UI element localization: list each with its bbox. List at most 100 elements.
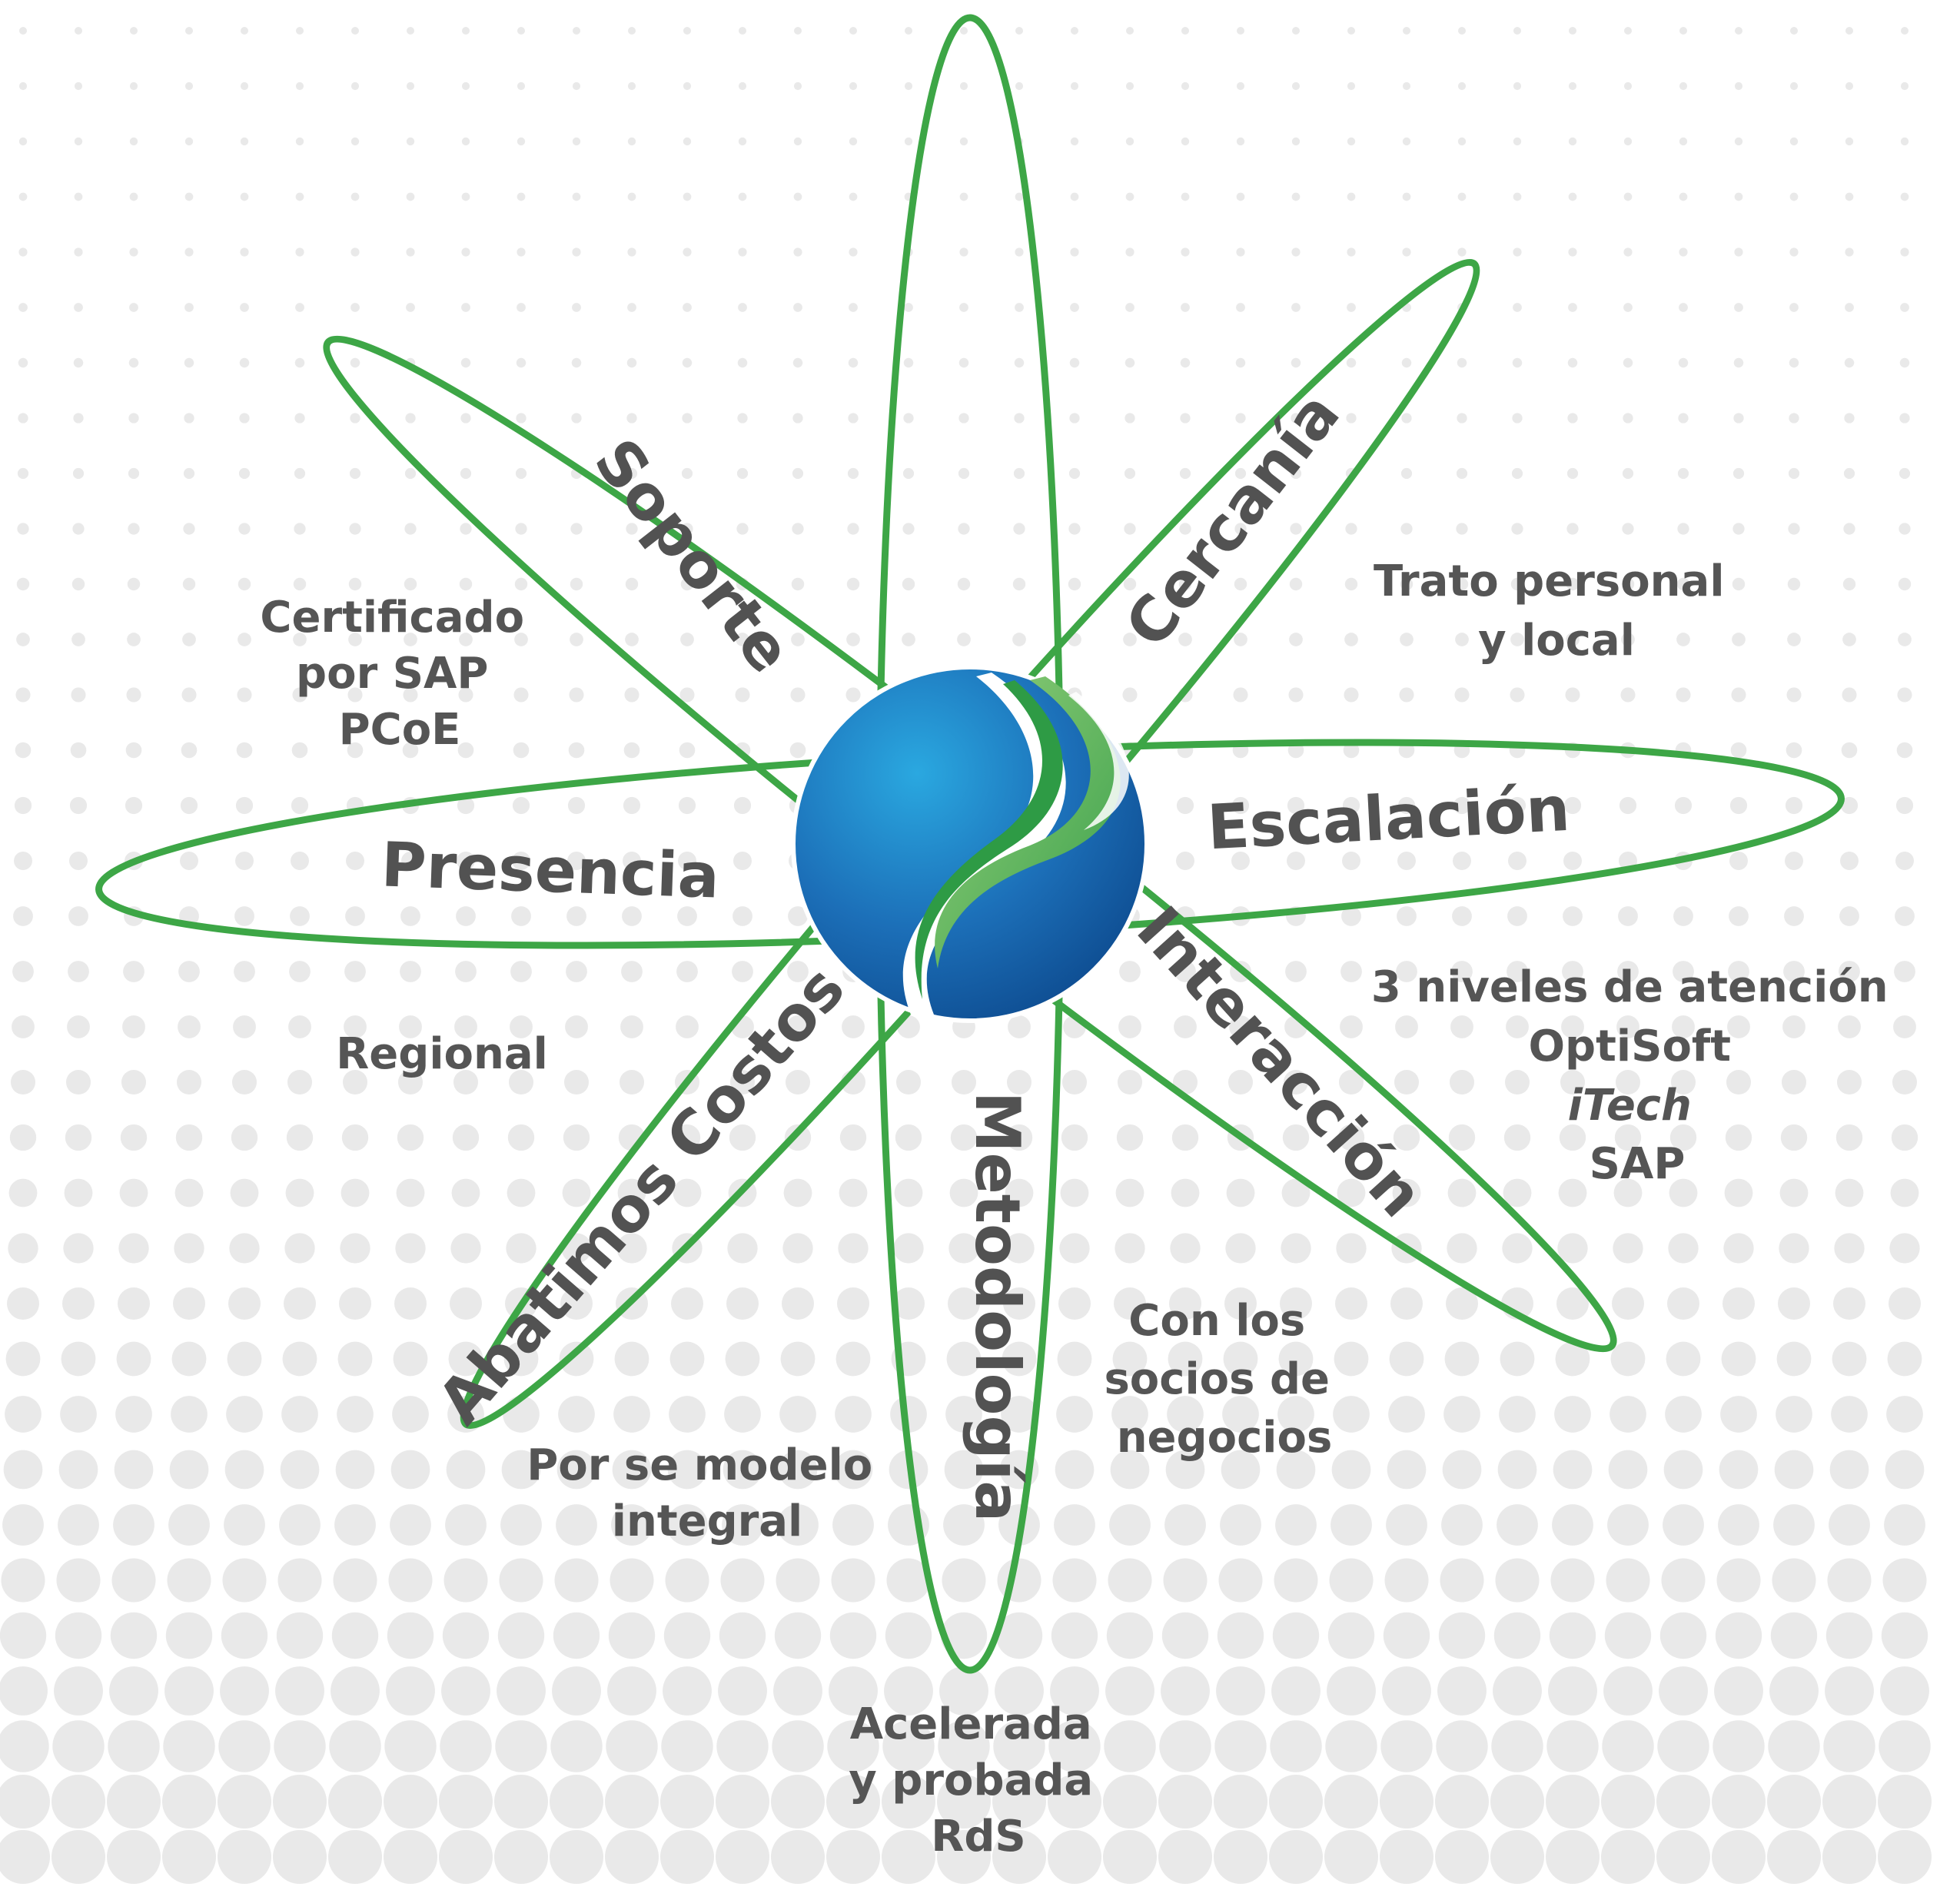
background-dot [1015, 26, 1024, 35]
background-dot [1729, 906, 1749, 926]
background-dot [559, 1341, 594, 1377]
background-dot [229, 1233, 260, 1264]
background-dot [1451, 961, 1473, 982]
background-dot [1235, 413, 1246, 424]
background-dot [233, 1015, 256, 1038]
background-dot [129, 81, 138, 91]
background-dot [1558, 1178, 1587, 1207]
background-dot [1568, 81, 1577, 91]
background-dot [1720, 1396, 1757, 1433]
background-dot [231, 1124, 258, 1151]
background-dot [128, 357, 139, 368]
background-dot [224, 1450, 264, 1490]
background-dot [683, 81, 692, 91]
background-dot [944, 1450, 984, 1490]
background-dot [733, 852, 752, 870]
background-dot [1601, 1775, 1655, 1829]
background-dot [58, 1450, 98, 1490]
background-dot [1124, 523, 1136, 535]
background-dot [626, 467, 638, 480]
background-dot [735, 687, 750, 703]
background-dot [1400, 633, 1414, 646]
background-dot [453, 1069, 479, 1095]
background-dot [1900, 81, 1909, 91]
background-dot [1271, 1666, 1321, 1716]
background-dot [513, 742, 530, 759]
background-dot [1453, 852, 1471, 870]
background-dot [1125, 357, 1135, 368]
background-dot [1611, 1287, 1645, 1320]
background-dot [18, 303, 28, 312]
background-dot [680, 577, 694, 591]
background-dot [1500, 1341, 1535, 1377]
background-dot [494, 1775, 548, 1829]
background-dot [230, 1178, 259, 1207]
background-dot [1789, 192, 1799, 201]
background-dot [344, 1015, 367, 1038]
background-dot [1290, 523, 1302, 535]
background-dot [400, 906, 420, 926]
background-dot [218, 1775, 271, 1829]
background-dot [1566, 577, 1580, 591]
background-dot [569, 687, 584, 703]
background-dot [220, 1666, 269, 1716]
background-dot [676, 961, 698, 982]
desc-cercania: Trato personal y local [1374, 556, 1739, 666]
background-dot [515, 467, 527, 480]
background-dot [1607, 1504, 1649, 1546]
background-dot [404, 577, 417, 591]
background-dot [1490, 1830, 1544, 1884]
background-dot [826, 1830, 880, 1884]
background-dot [350, 81, 360, 91]
background-dot [1621, 577, 1635, 591]
background-dot [1845, 247, 1854, 257]
background-dot [123, 961, 145, 982]
background-dot [115, 1396, 152, 1433]
background-dot [1346, 413, 1357, 424]
background-dot [1563, 796, 1582, 815]
background-dot [1457, 413, 1467, 424]
background-dot [1171, 1124, 1199, 1151]
background-dot [1457, 357, 1467, 368]
background-dot [1508, 852, 1526, 870]
background-dot [1013, 467, 1025, 480]
background-dot [511, 906, 531, 926]
background-dot [572, 303, 581, 312]
background-dot [1344, 687, 1359, 703]
background-dot [329, 1720, 381, 1772]
background-dot [439, 1830, 493, 1884]
background-dot [1400, 523, 1413, 535]
background-dot [848, 357, 859, 368]
background-dot [129, 26, 138, 35]
background-dot [1105, 1666, 1154, 1716]
background-dot [1610, 1396, 1646, 1433]
background-dot [171, 1341, 207, 1377]
background-dot [1380, 1720, 1433, 1772]
background-dot [238, 523, 251, 535]
background-dot [386, 1666, 435, 1716]
background-dot [669, 1341, 705, 1377]
background-dot [218, 1720, 271, 1772]
background-dot [162, 1830, 216, 1884]
background-dot [10, 1069, 36, 1095]
background-dot [406, 247, 415, 257]
background-dot [1387, 1450, 1427, 1490]
background-dot [446, 1450, 486, 1490]
background-dot [683, 192, 692, 201]
background-dot [788, 906, 808, 926]
background-dot [1340, 961, 1362, 982]
background-dot [1393, 1124, 1420, 1151]
background-dot [1712, 1830, 1766, 1884]
background-dot [71, 687, 86, 703]
background-dot [1767, 1830, 1821, 1884]
background-dot [277, 1558, 322, 1603]
background-dot [61, 1287, 95, 1320]
background-dot [1123, 577, 1137, 591]
background-dot [1676, 687, 1691, 703]
background-dot [737, 357, 748, 368]
background-dot [0, 1830, 50, 1884]
background-dot [786, 1015, 809, 1038]
background-dot [1845, 192, 1854, 201]
background-dot [1181, 81, 1190, 91]
background-dot [846, 633, 860, 646]
